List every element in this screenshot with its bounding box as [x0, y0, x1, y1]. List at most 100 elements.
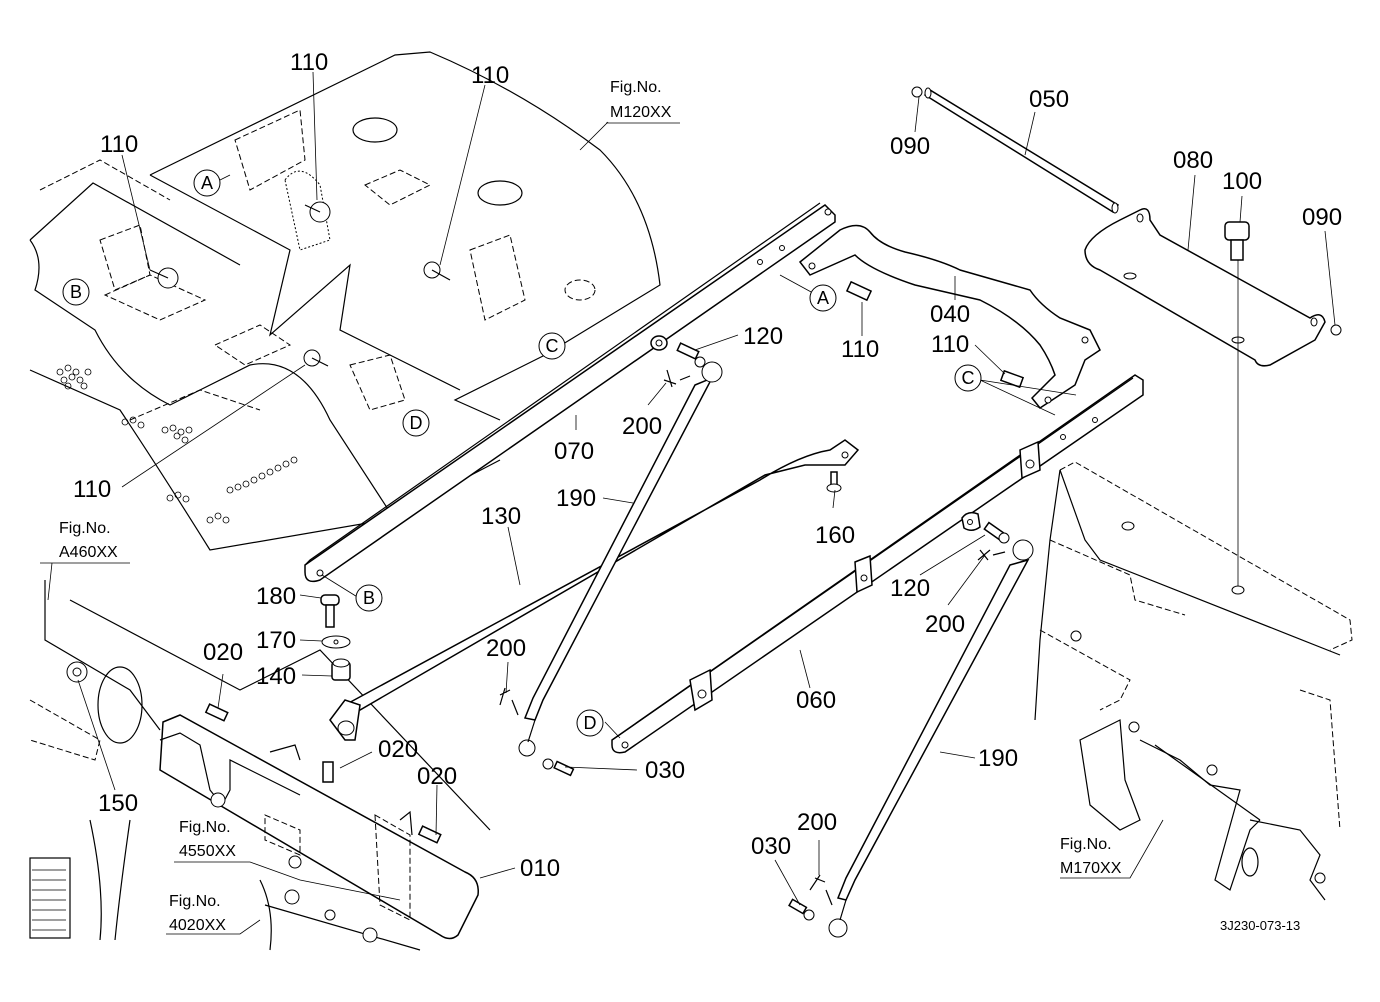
- gas-strut-190: [828, 539, 1034, 938]
- svg-text:4550XX: 4550XX: [179, 843, 236, 860]
- bar-070: [304, 202, 836, 583]
- svg-text:D: D: [584, 713, 597, 733]
- part-label: 200: [925, 611, 965, 638]
- link-130: [329, 439, 860, 741]
- svg-text:C: C: [546, 336, 559, 356]
- ref-marker-a: A: [193, 169, 221, 197]
- front-frame-drawing: [29, 580, 491, 951]
- ball-stud-030-icon: [788, 898, 815, 921]
- part-label: 110: [931, 331, 969, 358]
- ref-marker-d: D: [402, 409, 430, 437]
- svg-text:Fig.No.: Fig.No.: [610, 79, 662, 96]
- part-label: 110: [841, 336, 879, 363]
- washer-090-icon: [911, 86, 923, 98]
- bracket-080: [1084, 208, 1326, 367]
- bolt-180-icon: [320, 594, 340, 628]
- part-label: 020: [378, 736, 418, 763]
- collar-140-icon: [331, 658, 351, 681]
- clip-200-icon: [809, 874, 833, 906]
- svg-text:Fig.No.: Fig.No.: [169, 893, 221, 910]
- svg-text:Fig.No.: Fig.No.: [59, 520, 111, 537]
- ref-marker-c: C: [538, 332, 566, 360]
- fig-ref-m170xx: Fig.No. M170XX: [1060, 836, 1122, 877]
- part-label: 110: [290, 49, 328, 76]
- svg-text:M120XX: M120XX: [610, 104, 672, 121]
- part-label: 110: [100, 131, 138, 158]
- ball-stud-120-icon: [676, 342, 706, 368]
- part-label: 160: [815, 522, 855, 549]
- fig-ref-4020xx: Fig.No. 4020XX: [169, 893, 226, 934]
- ball-stud-120-icon: [983, 521, 1010, 544]
- svg-text:A: A: [201, 173, 213, 193]
- ball-stud-030-icon: [542, 758, 575, 777]
- svg-text:4020XX: 4020XX: [169, 917, 226, 934]
- bolt-160-icon: [826, 471, 842, 493]
- bolt-020-icon: [417, 825, 442, 844]
- svg-text:C: C: [962, 368, 975, 388]
- part-label: 010: [520, 855, 560, 882]
- bolt-110-icon: [303, 349, 329, 367]
- part-label: 120: [890, 575, 930, 602]
- part-label: 110: [471, 62, 509, 89]
- fig-ref-m120xx: Fig.No. M120XX: [610, 79, 672, 121]
- washer-090-icon: [1330, 324, 1342, 336]
- right-chassis-drawing: [1034, 461, 1353, 901]
- part-label: 080: [1173, 147, 1213, 174]
- pin-050: [923, 87, 1120, 214]
- part-label: 130: [481, 503, 521, 530]
- part-label: 040: [930, 301, 970, 328]
- ref-marker-c: C: [954, 364, 982, 392]
- part-label: 030: [645, 757, 685, 784]
- fig-ref-a460xx: Fig.No. A460XX: [59, 520, 118, 561]
- part-label: 020: [203, 639, 243, 666]
- part-label: 190: [978, 745, 1018, 772]
- gas-strut-190: [518, 361, 723, 757]
- part-label: 120: [743, 323, 783, 350]
- part-label: 030: [751, 833, 791, 860]
- part-label: 110: [73, 476, 111, 503]
- bolt-110-icon: [999, 369, 1025, 389]
- svg-text:D: D: [410, 413, 423, 433]
- washer-170-icon: [321, 635, 351, 649]
- svg-text:M170XX: M170XX: [1060, 860, 1122, 877]
- part-label: 070: [554, 438, 594, 465]
- svg-text:A460XX: A460XX: [59, 544, 118, 561]
- svg-text:B: B: [70, 282, 82, 302]
- part-label: 170: [256, 627, 296, 654]
- part-label: 150: [98, 790, 138, 817]
- leader-lines: [40, 71, 1336, 935]
- part-label: 190: [556, 485, 596, 512]
- svg-text:Fig.No.: Fig.No.: [1060, 836, 1112, 853]
- svg-text:B: B: [363, 588, 375, 608]
- bar-060: [611, 374, 1144, 754]
- ref-marker-a: A: [809, 284, 837, 312]
- part-label: 050: [1029, 86, 1069, 113]
- ref-marker-b: B: [62, 278, 90, 306]
- clip-200-icon: [977, 549, 1006, 561]
- svg-text:Fig.No.: Fig.No.: [179, 819, 231, 836]
- part-label: 180: [256, 583, 296, 610]
- bracket-040: [798, 224, 1101, 410]
- bolt-110-icon: [149, 267, 179, 289]
- ref-marker-d: D: [576, 709, 604, 737]
- bolt-110-icon: [845, 280, 873, 302]
- fig-ref-4550xx: Fig.No. 4550XX: [179, 819, 236, 860]
- part-label: 200: [486, 635, 526, 662]
- bolt-020-icon: [322, 761, 334, 783]
- part-label: 100: [1222, 168, 1262, 195]
- bolt-110-icon: [304, 201, 331, 223]
- part-label: 200: [797, 809, 837, 836]
- part-label: 020: [417, 763, 457, 790]
- bolt-020-icon: [204, 703, 229, 722]
- part-labels: 110 110 110 110 110 110 110 090 050 080 …: [73, 49, 1342, 882]
- part-label: 090: [890, 133, 930, 160]
- part-label: 140: [256, 663, 296, 690]
- ref-marker-b: B: [355, 584, 383, 612]
- part-label: 060: [796, 687, 836, 714]
- bolt-110-icon: [423, 261, 451, 281]
- clip-200-icon: [663, 369, 691, 388]
- bolt-100-icon: [1224, 221, 1250, 261]
- perforation-pattern: [56, 364, 298, 524]
- svg-text:A: A: [817, 288, 829, 308]
